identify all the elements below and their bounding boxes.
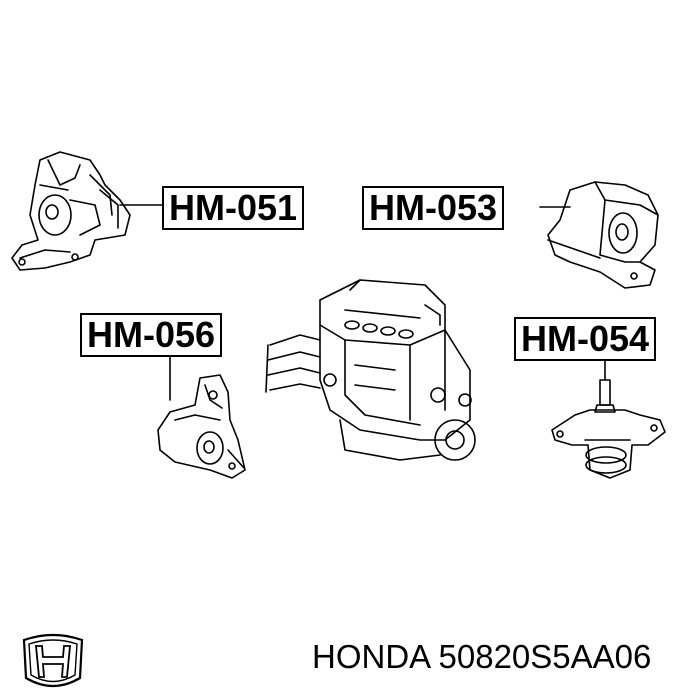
mount-hm051-drawing bbox=[11, 151, 131, 271]
leader-lines bbox=[119, 204, 606, 401]
label-hm-054: HM-054 bbox=[514, 317, 657, 361]
mount-hm056-drawing bbox=[157, 374, 246, 479]
label-hm-053: HM-053 bbox=[362, 186, 505, 230]
label-hm-056: HM-056 bbox=[80, 313, 223, 357]
mount-hm054-drawing bbox=[551, 379, 666, 479]
part-number-text: HONDA 50820S5AA06 bbox=[312, 638, 652, 675]
mount-hm053-drawing bbox=[547, 181, 659, 289]
honda-logo-icon bbox=[22, 633, 84, 688]
engine-block-drawing bbox=[265, 279, 476, 461]
label-hm-051: HM-051 bbox=[162, 186, 305, 230]
